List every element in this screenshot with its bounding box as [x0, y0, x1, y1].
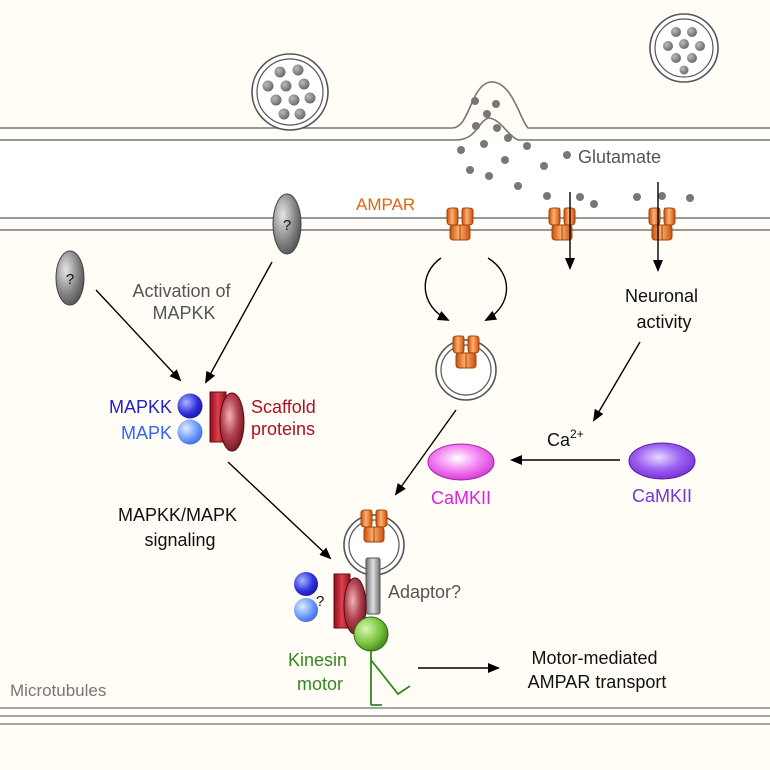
synaptic-cleft [0, 140, 770, 218]
camkii-active-label: CaMKII [431, 488, 491, 508]
camkii-inactive [628, 442, 696, 480]
vesicle-to-motor-arrow [394, 409, 457, 496]
unknown-receptor: ? [272, 193, 302, 255]
mapk-protein [294, 598, 318, 622]
adaptor-label: Adaptor? [388, 582, 461, 602]
ampar-transport-vesicle [343, 509, 405, 576]
calcium-label: Ca2+ [547, 427, 584, 450]
unknown-cytosolic-activator: ? [55, 250, 85, 306]
question-mark: ? [283, 217, 291, 234]
mapkk-mapk-signaling-label: MAPKK/MAPK signaling [118, 505, 242, 550]
postsynaptic-cytoplasm [0, 230, 770, 770]
kinesin-motor [353, 616, 411, 706]
mapk-label: MAPK [121, 423, 172, 443]
recycling-cycle-arrows [424, 257, 508, 321]
microtubule-track [0, 707, 770, 725]
scaffold-label: Scaffold proteins [251, 397, 321, 439]
activation-arrows [95, 261, 273, 384]
neuronal-activity-label: Neuronal activity [625, 286, 703, 332]
mapkk-label: MAPKK [109, 397, 172, 417]
synaptic-vesicle [251, 53, 329, 131]
synaptic-vesicle [649, 13, 719, 83]
presynaptic-terminal [0, 0, 770, 128]
ampar-label: AMPAR [356, 195, 415, 214]
activity-to-calcium-arrow [592, 341, 641, 422]
ampar-endocytic-vesicle [435, 335, 497, 401]
camkii-active [427, 443, 495, 481]
camkii-inactive-label: CaMKII [632, 486, 692, 506]
presynaptic-membrane [0, 81, 770, 141]
signaling-to-motor-arrow [227, 461, 332, 560]
transport-label: Motor-mediated AMPAR transport [528, 648, 667, 692]
kinesin-label: Kinesin motor [288, 650, 352, 694]
glutamate-molecules [457, 97, 694, 208]
glutamate-label: Glutamate [578, 147, 661, 167]
adaptor-protein [365, 557, 381, 615]
ion-flow-arrows [565, 182, 663, 272]
mapkk-protein [294, 572, 318, 596]
activation-label: Activation of MAPKK [132, 281, 235, 323]
microtubules-label: Microtubules [10, 681, 106, 700]
question-mark: ? [66, 271, 74, 288]
question-mark: ? [316, 593, 324, 610]
scaffold-protein-oval [219, 392, 245, 452]
mapkk-protein [177, 393, 203, 419]
mapk-protein [177, 419, 203, 445]
postsynaptic-membrane [0, 217, 770, 231]
